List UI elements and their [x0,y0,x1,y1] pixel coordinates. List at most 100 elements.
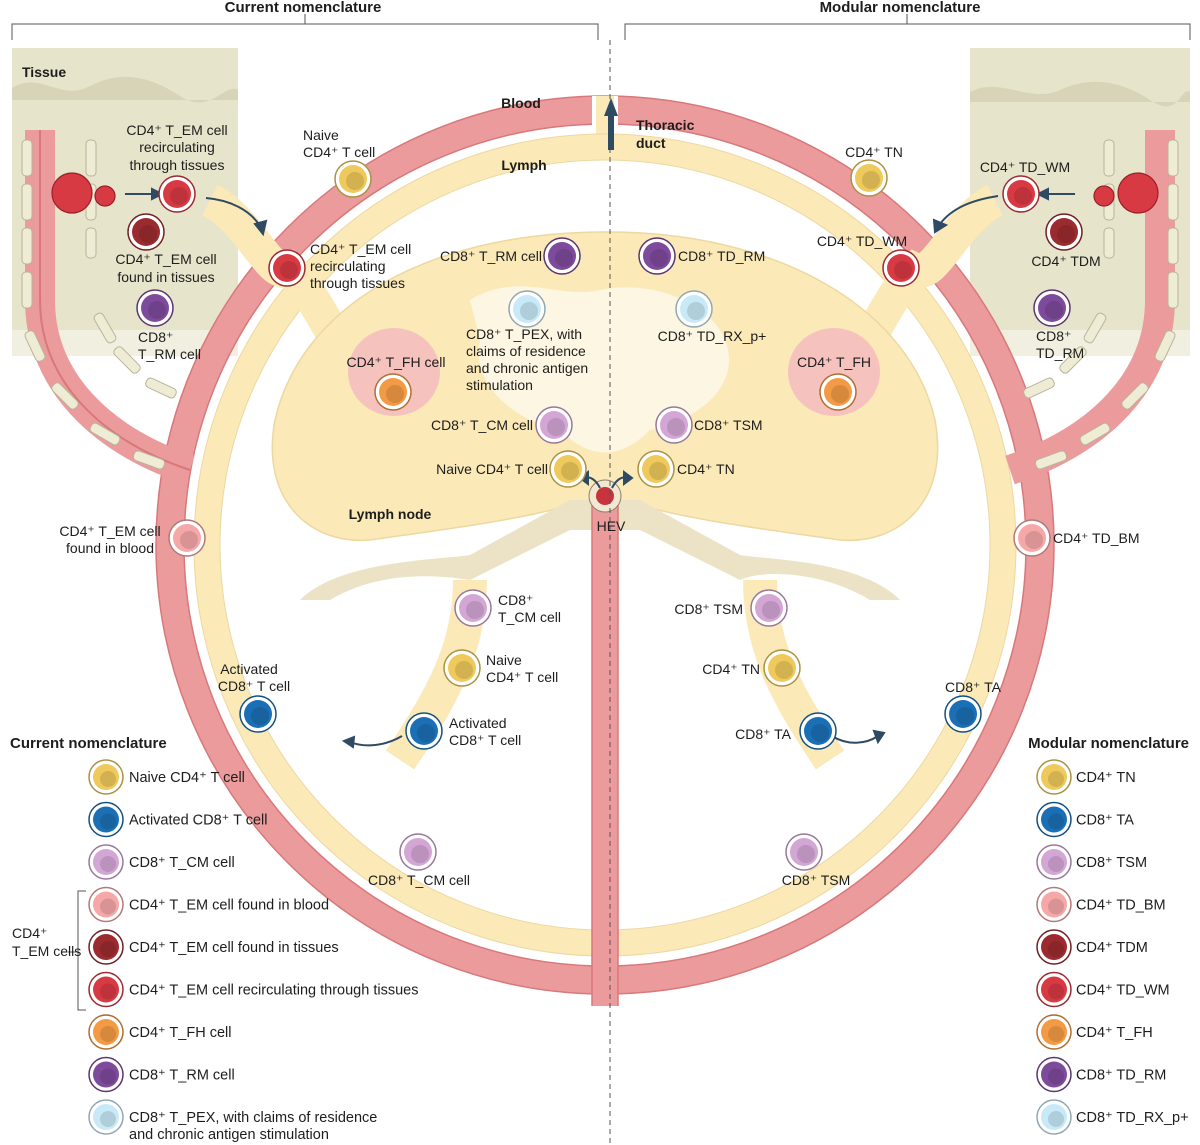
label-cd4-tem-recirc-tissue-2: recirculating [139,139,214,155]
cell-cd4-tn-node [637,450,675,488]
endothelium-right [1023,139,1179,470]
cell-cd8-ta-blood [944,695,982,733]
label-cd8-tdrm-tissue-1: CD8⁺ [1036,328,1071,344]
legend-right-swatch-2 [1036,844,1072,880]
label-cd4-tdbm-blood: CD4⁺ TD_BM [1053,530,1139,546]
legend-left-label-4: CD4⁺ T_EM cell found in tissues [129,940,339,956]
label-cd4-tem-recirc-lymph-2: recirculating [310,258,385,274]
hev-label: HEV [597,518,626,534]
legend-right-swatch-1 [1036,801,1072,838]
tissue-vessel-right [1005,130,1175,485]
label-cd4-tem-blood-1: CD4⁺ T_EM cell [59,523,160,539]
thoracic-duct-label-2: duct [636,135,666,151]
label-cd4-tem-recirc-tissue-1: CD4⁺ T_EM cell [126,122,227,138]
cell-cd4-tdm-tissue [1045,213,1083,251]
label-naive-cd4-blood-2: CD4⁺ T cell [303,144,375,160]
label-naive-cd4-lymph-2: CD4⁺ T cell [486,669,558,685]
label-cd8-tdrxp-node: CD8⁺ TD_RX_p+ [658,328,767,344]
right-diagram-labels: CD4⁺ TN CD4⁺ TD_WM CD4⁺ TD_WM CD4⁺ TDM C… [658,144,1140,888]
label-cd8-tpex-node-3: and chronic antigen [466,360,588,376]
label-cd8-tdrm-node: CD8⁺ TD_RM [678,248,765,264]
label-cd4-tdwm-lymph: CD4⁺ TD_WM [817,233,907,249]
label-activated-cd8-lymph-2: CD8⁺ T cell [449,732,521,748]
cell-cd4-tfh-node [374,373,412,411]
label-cd4-tem-recirc-tissue-3: through tissues [130,157,225,173]
legend-right-label-7: CD8⁺ TD_RM [1076,1068,1166,1084]
thoracic-duct-label-1: Thoracic [636,117,695,133]
cell-cd8-tcm-node [535,406,573,444]
cell-naive-cd4-node [549,450,587,488]
cell-cd4-tem-recirc-tissue [158,175,196,213]
left-diagram-labels: CD4⁺ T_EM cell recirculating through tis… [59,122,588,888]
label-cd8-tcm-node: CD8⁺ T_CM cell [431,417,533,433]
label-cd8-tcm-lymph-2: T_CM cell [498,609,561,625]
label-cd8-ta-blood: CD8⁺ TA [945,679,1002,695]
label-cd4-tn-node: CD4⁺ TN [677,461,735,477]
legend-right-swatch-0 [1036,759,1072,795]
legend-left-label-8-1: and chronic antigen stimulation [129,1127,329,1143]
cell-cd8-tcm-blood [399,833,437,871]
label-naive-cd4-node: Naive CD4⁺ T cell [436,461,548,477]
cell-cd4-tdwm-lymph [882,249,920,287]
legend-right-label-6: CD4⁺ T_FH [1076,1025,1153,1041]
thoracic-duct-arrow [604,98,618,150]
cell-cd8-trm-tissue [136,289,174,327]
label-cd8-tsm-lymph: CD8⁺ TSM [674,601,743,617]
extravasating-cell-right [1093,172,1159,214]
lymph-node-label: Lymph node [349,506,432,522]
legend-left-swatch-8 [88,1099,124,1135]
legend-left-swatch-3 [88,886,124,923]
label-cd8-tdrm-tissue-2: TD_RM [1036,345,1084,361]
legend-left-swatch-6 [88,1014,124,1050]
tissue-vessel-left [25,130,195,485]
legend-group-label-1: CD4⁺ [12,925,47,941]
label-cd4-tfh-node: CD4⁺ T_FH [797,354,871,370]
cell-cd8-ta-lymph [799,712,837,750]
label-cd4-tem-recirc-lymph-3: through tissues [310,275,405,291]
label-activated-cd8-blood-2: CD8⁺ T cell [218,678,290,694]
extravasating-cell-left [51,172,116,214]
cell-cd8-tdrm-tissue [1033,289,1071,327]
endothelium-left [21,139,177,470]
label-naive-cd4-blood-1: Naive [303,127,339,143]
legend-left-swatch-1 [88,801,124,838]
legend-left-label-0: Naive CD4⁺ T cell [129,770,245,786]
label-cd8-trm-tissue-1: CD8⁺ [138,329,173,345]
label-cd4-tdwm-tissue: CD4⁺ TD_WM [980,159,1070,175]
legend-left-label-2: CD8⁺ T_CM cell [129,855,235,871]
cell-activated-cd8-lymph [405,712,443,750]
label-cd8-tsm-node: CD8⁺ TSM [694,417,763,433]
tissue-label: Tissue [22,64,66,80]
legend-left-label-7: CD8⁺ T_RM cell [129,1068,235,1084]
legend-left-label-3: CD4⁺ T_EM cell found in blood [129,898,329,914]
cell-cd8-tsm-lymph [750,589,788,627]
legend-left-label-5: CD4⁺ T_EM cell recirculating through tis… [129,983,418,999]
label-cd8-tpex-node-1: CD8⁺ T_PEX, with [466,326,582,342]
legend-left-swatch-0 [88,759,124,795]
label-cd8-trm-node: CD8⁺ T_RM cell [440,248,542,264]
legend-right-label-3: CD4⁺ TD_BM [1076,898,1166,914]
label-cd8-tcm-blood: CD8⁺ T_CM cell [368,872,470,888]
legend-right-swatch-6 [1036,1014,1072,1050]
cell-cd4-tem-tissue [127,213,165,251]
label-naive-cd4-lymph-1: Naive [486,652,522,668]
label-cd4-tem-tissue-1: CD4⁺ T_EM cell [115,251,216,267]
legend-right-label-4: CD4⁺ TDM [1076,940,1148,956]
legend-left-swatch-5 [88,971,124,1008]
cell-cd8-trm-node [543,237,581,275]
legend-left-label-1: Activated CD8⁺ T cell [129,813,267,829]
legend-right-swatch-5 [1036,971,1072,1008]
header-brackets [11,14,1191,40]
cell-cd4-tn-blood [850,159,888,197]
label-activated-cd8-lymph-1: Activated [449,715,507,731]
cell-naive-cd4-lymph [443,649,481,687]
label-cd4-tem-tissue-2: found in tissues [117,269,214,285]
header-left: Current nomenclature [225,0,382,16]
central-blood-vessel [588,479,622,1006]
legend-right-swatch-3 [1036,886,1072,923]
legend-left-swatch-7 [88,1056,124,1093]
cell-cd8-tpex-node [508,290,546,328]
label-cd8-tcm-lymph-1: CD8⁺ [498,592,533,608]
cell-cd8-tcm-lymph [454,589,492,627]
